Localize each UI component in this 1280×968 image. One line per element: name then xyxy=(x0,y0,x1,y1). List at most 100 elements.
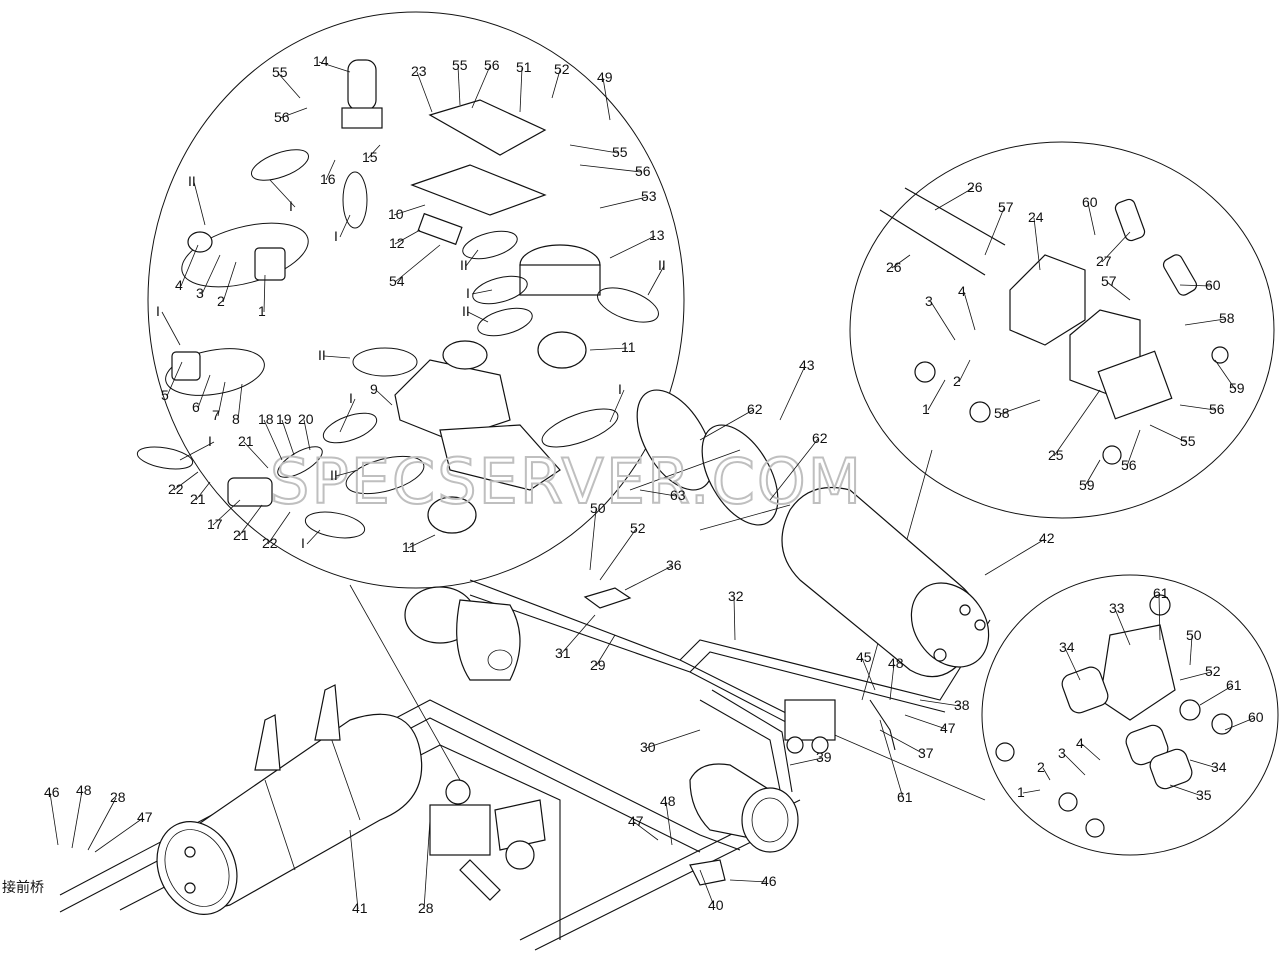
leader-line-c-40 xyxy=(699,869,715,907)
leader-line-c-56c xyxy=(579,164,642,173)
callout-c-10: 10 xyxy=(388,206,404,222)
callout-c-II-c: II xyxy=(658,257,666,273)
callout-c-48a: 48 xyxy=(888,655,904,671)
leader-line-c-29 xyxy=(595,634,616,667)
callout-c-35: 35 xyxy=(1196,787,1212,803)
callout-c-45: 45 xyxy=(856,649,872,665)
leader-line-c-52c xyxy=(1179,671,1212,681)
callout-c-56e: 56 xyxy=(1121,457,1137,473)
callout-c-23: 23 xyxy=(411,63,427,79)
callout-c-21a: 21 xyxy=(238,433,254,449)
leader-line-c-3a xyxy=(201,254,221,295)
callout-c-36: 36 xyxy=(666,557,682,573)
callout-c-62b: 62 xyxy=(812,430,828,446)
callout-c-19: 19 xyxy=(276,411,292,427)
callout-c-34a: 34 xyxy=(1059,639,1075,655)
callout-c-30: 30 xyxy=(640,739,656,755)
leader-line-c-17 xyxy=(212,499,241,526)
callout-c-11b: 11 xyxy=(402,539,417,555)
callout-c-47b: 47 xyxy=(137,809,153,825)
leader-line-c-52b xyxy=(599,528,637,581)
leader-line-c-56d xyxy=(1179,404,1216,411)
callout-c-24: 24 xyxy=(1028,209,1044,225)
leader-line-c-59b xyxy=(1084,459,1101,487)
leader-line-c-16 xyxy=(325,159,336,181)
leader-line-c-II-f xyxy=(335,469,359,477)
callout-c-56c: 56 xyxy=(635,163,651,179)
callout-c-4c: 4 xyxy=(1076,735,1084,751)
leader-line-c-1a xyxy=(263,274,266,313)
leader-line-c-11b xyxy=(407,534,436,549)
callout-c-5: 5 xyxy=(161,387,169,403)
leader-line-c-34a xyxy=(1064,647,1081,681)
leader-line-c-18 xyxy=(263,419,283,461)
callout-c-II-d: II xyxy=(462,303,470,319)
callout-c-46b: 46 xyxy=(761,873,777,889)
leader-line-c-56e xyxy=(1126,429,1141,467)
callout-c-1b: 1 xyxy=(922,401,930,417)
tank-brackets xyxy=(254,684,341,771)
callout-c-46a: 46 xyxy=(44,784,60,800)
leader-line-c-12 xyxy=(394,229,421,245)
leader-line-c-26a xyxy=(934,187,974,211)
leader-line-c-54 xyxy=(394,244,441,283)
callout-c-2a: 2 xyxy=(217,293,225,309)
callout-c-28a: 28 xyxy=(110,789,126,805)
callout-c-49: 49 xyxy=(597,69,613,85)
callout-c-62a: 62 xyxy=(747,401,763,417)
leader-line-c-46a xyxy=(49,792,59,846)
callout-c-I-c: I xyxy=(466,285,470,301)
callout-c-51: 51 xyxy=(516,59,532,75)
callout-c-17: 17 xyxy=(207,516,223,532)
callout-c-3a: 3 xyxy=(196,285,204,301)
leader-line-c-53 xyxy=(599,196,648,209)
leader-line-c-46b xyxy=(729,879,768,883)
leader-line-c-2c xyxy=(1042,767,1051,781)
callout-c-47c: 47 xyxy=(628,813,644,829)
leader-line-c-13 xyxy=(609,235,656,259)
bracket-36 xyxy=(583,587,632,609)
leader-line-c-48a xyxy=(889,663,895,701)
callout-c-41: 41 xyxy=(352,900,368,916)
callout-c-26b: 26 xyxy=(886,259,902,275)
leader-line-c-11a xyxy=(589,347,628,351)
leader-line-c-37 xyxy=(879,729,925,755)
left-detail-parts xyxy=(136,59,659,539)
callout-c-48b: 48 xyxy=(76,782,92,798)
tank-straps-43 xyxy=(629,389,791,531)
valve-assembly-28 xyxy=(429,779,546,901)
leader-line-c-15 xyxy=(367,144,381,159)
leader-line-c-21a xyxy=(243,441,269,469)
right-top-detail-parts xyxy=(879,187,1229,465)
leader-line-c-56a xyxy=(279,107,308,119)
callout-c-43: 43 xyxy=(799,357,815,373)
leader-line-c-II-b xyxy=(465,249,479,267)
air-tank-42 xyxy=(781,486,990,678)
callout-c-42: 42 xyxy=(1039,530,1055,546)
callout-c-II-a: II xyxy=(188,173,196,189)
detail-circle-right-top xyxy=(849,141,1275,519)
callout-c-1a: 1 xyxy=(258,303,266,319)
callout-c-4a: 4 xyxy=(175,277,183,293)
callout-c-3b: 3 xyxy=(925,293,933,309)
callout-c-55b: 55 xyxy=(452,57,468,73)
callout-c-34b: 34 xyxy=(1211,759,1227,775)
leader-line-c-I-c xyxy=(471,289,493,295)
callout-c-9: 9 xyxy=(370,381,378,397)
callout-c-I-h: I xyxy=(301,535,305,551)
leader-line-c-63 xyxy=(639,489,677,497)
callout-c-47a: 47 xyxy=(940,720,956,736)
leader-line-c-28a xyxy=(87,797,117,851)
callout-c-22b: 22 xyxy=(262,535,278,551)
leader-line-c-55b xyxy=(457,65,461,106)
callout-c-33: 33 xyxy=(1109,600,1125,616)
leader-line-c-28b xyxy=(423,819,431,910)
leader-line-c-22a xyxy=(173,471,199,491)
leader-line-c-32 xyxy=(733,596,736,641)
leader-line-c-61b xyxy=(1158,593,1161,641)
right-bottom-detail-parts xyxy=(995,594,1233,838)
leader-line-c-45 xyxy=(861,657,876,691)
leader-line-c-31 xyxy=(560,614,596,655)
